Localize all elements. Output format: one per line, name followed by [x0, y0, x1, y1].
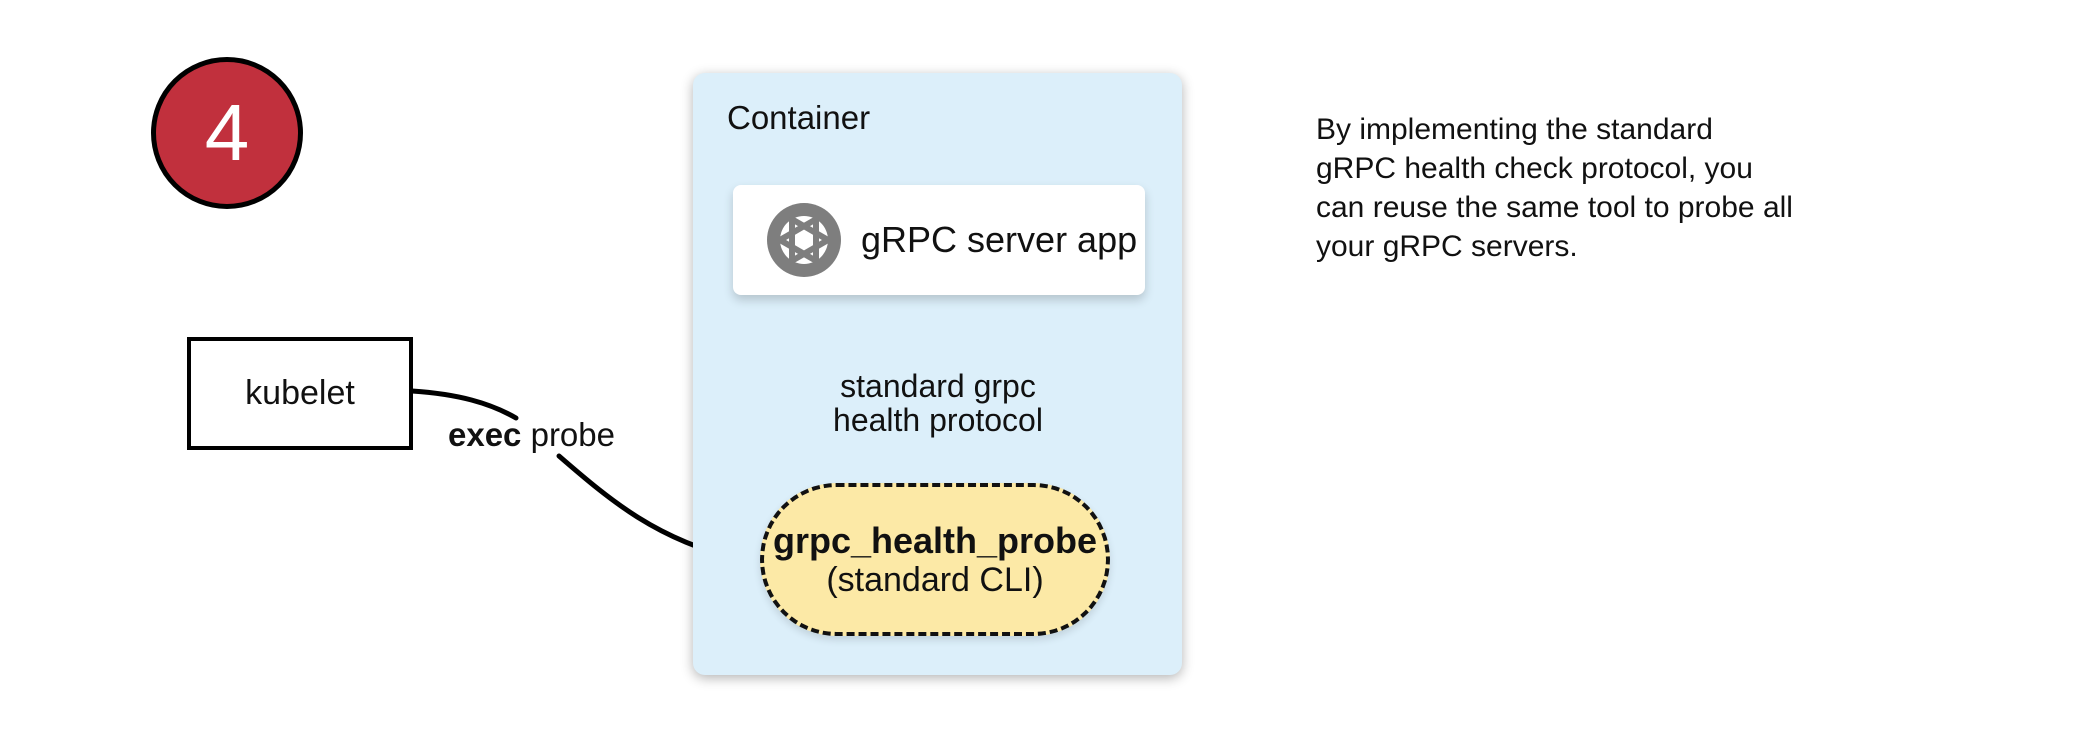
exec-probe-label: exec probe [448, 416, 668, 454]
kubelet-box: kubelet [187, 337, 413, 450]
step-number: 4 [204, 88, 250, 177]
grpc-health-probe-pill: grpc_health_probe (standard CLI) [760, 483, 1110, 636]
step-badge: 4 [151, 57, 303, 209]
container-box: Container gRPC server app standard grpc … [693, 73, 1182, 675]
probe-pill-title: grpc_health_probe [772, 519, 1098, 561]
grpc-server-label: gRPC server app [861, 219, 1138, 260]
health-protocol-label: standard grpc health protocol [833, 368, 1043, 438]
note-text: By implementing the standard gRPC health… [1316, 113, 1793, 263]
aperture-icon [767, 203, 841, 277]
kubelet-label: kubelet [245, 374, 355, 412]
exec-probe-label-bold: exec [448, 416, 522, 453]
exec-probe-arrow-start [409, 388, 519, 421]
exec-probe-label-rest: probe [521, 416, 615, 453]
grpc-server-box: gRPC server app [733, 185, 1145, 295]
container-title: Container [727, 99, 871, 136]
probe-pill-subtitle: (standard CLI) [826, 560, 1044, 599]
